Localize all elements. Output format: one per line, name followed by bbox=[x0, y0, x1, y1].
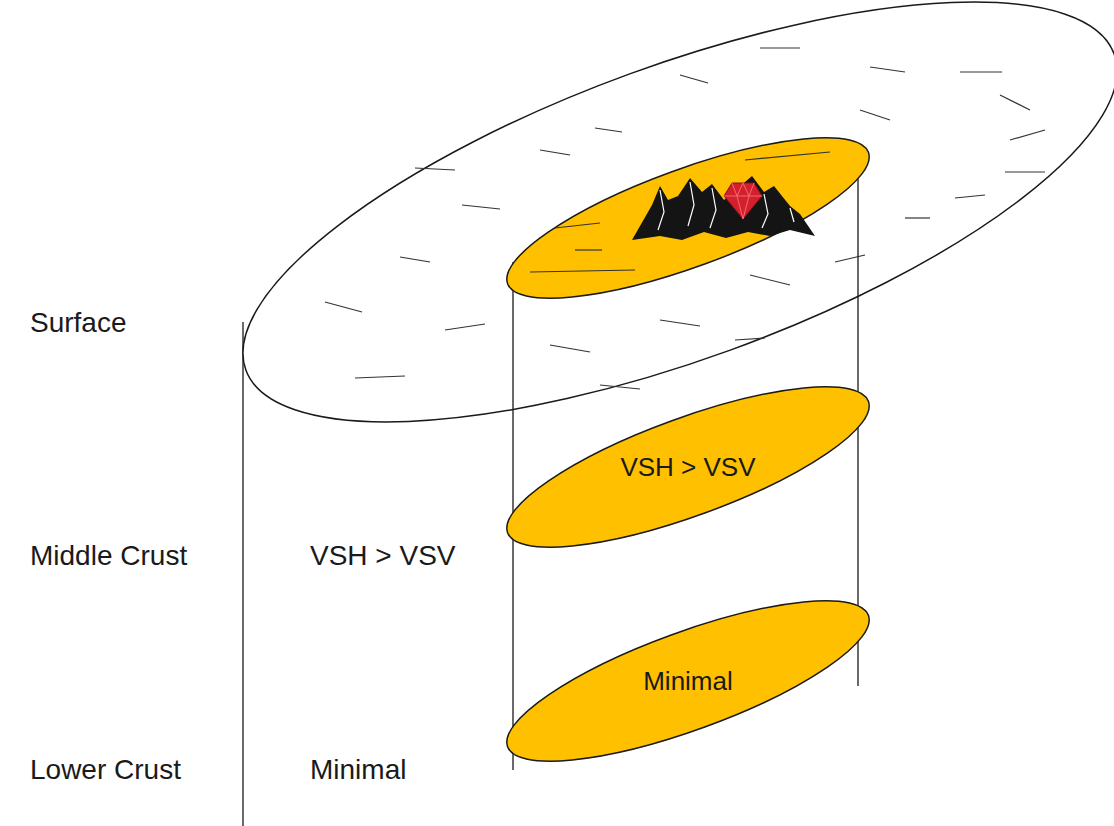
ruby-facet bbox=[737, 183, 749, 196]
mountain-ridge bbox=[658, 190, 664, 230]
texture-dash bbox=[870, 67, 905, 72]
ruby-facet bbox=[724, 196, 762, 197]
texture-dash bbox=[1005, 171, 1045, 172]
layer-name: Middle Crust bbox=[30, 540, 187, 572]
texture-dash bbox=[860, 110, 890, 120]
layer-name: Surface bbox=[30, 307, 127, 339]
texture-dash bbox=[960, 71, 1002, 72]
layer-property-label: VSH > VSV bbox=[620, 452, 755, 483]
mountain-ridge bbox=[710, 188, 716, 228]
surface-region-ellipse bbox=[491, 106, 885, 329]
ruby-facet bbox=[732, 183, 754, 219]
ruby-icon bbox=[724, 183, 762, 219]
texture-dash bbox=[745, 152, 830, 160]
texture-dash bbox=[595, 128, 622, 132]
texture-dash bbox=[750, 275, 790, 285]
texture-dash bbox=[415, 168, 455, 170]
texture-dash bbox=[400, 257, 430, 262]
mountain-ridge bbox=[762, 194, 768, 228]
layer-ellipse: VSH > VSV bbox=[488, 377, 888, 557]
layer-name: Lower Crust bbox=[30, 754, 181, 786]
texture-dash bbox=[760, 47, 800, 48]
texture-dash bbox=[530, 270, 635, 272]
texture-dash bbox=[445, 324, 485, 330]
layer-ellipse-shape bbox=[491, 569, 885, 792]
texture-dash bbox=[462, 205, 500, 209]
mountain-ridge bbox=[790, 208, 794, 222]
layer-property-label: VSH > VSV bbox=[310, 540, 456, 572]
texture-dash bbox=[955, 195, 985, 198]
texture-dash bbox=[555, 223, 600, 228]
texture-dash bbox=[550, 345, 590, 352]
texture-dash bbox=[355, 376, 405, 378]
texture-dash bbox=[735, 338, 765, 340]
mountain-ridge bbox=[688, 182, 694, 226]
region-texture bbox=[530, 152, 830, 272]
surface-texture bbox=[325, 48, 1045, 389]
texture-dash bbox=[680, 75, 708, 83]
layer-ellipse-shape bbox=[491, 355, 885, 578]
layer-ellipse: Minimal bbox=[488, 591, 888, 771]
mountain-icon bbox=[632, 176, 815, 240]
mountain-silhouette bbox=[632, 176, 815, 240]
layer-property-label: Minimal bbox=[310, 754, 406, 786]
outer-cylinder-edge bbox=[242, 322, 243, 826]
texture-dash bbox=[575, 249, 602, 250]
texture-dash bbox=[1000, 95, 1030, 110]
layer-property-label: Minimal bbox=[643, 666, 733, 697]
texture-dash bbox=[660, 320, 700, 326]
texture-dash bbox=[325, 302, 362, 312]
texture-dash bbox=[905, 217, 930, 218]
ruby-gem bbox=[724, 183, 762, 219]
texture-dash bbox=[600, 385, 640, 389]
texture-dash bbox=[1010, 130, 1045, 140]
texture-dash bbox=[540, 150, 570, 155]
texture-dash bbox=[835, 255, 865, 262]
